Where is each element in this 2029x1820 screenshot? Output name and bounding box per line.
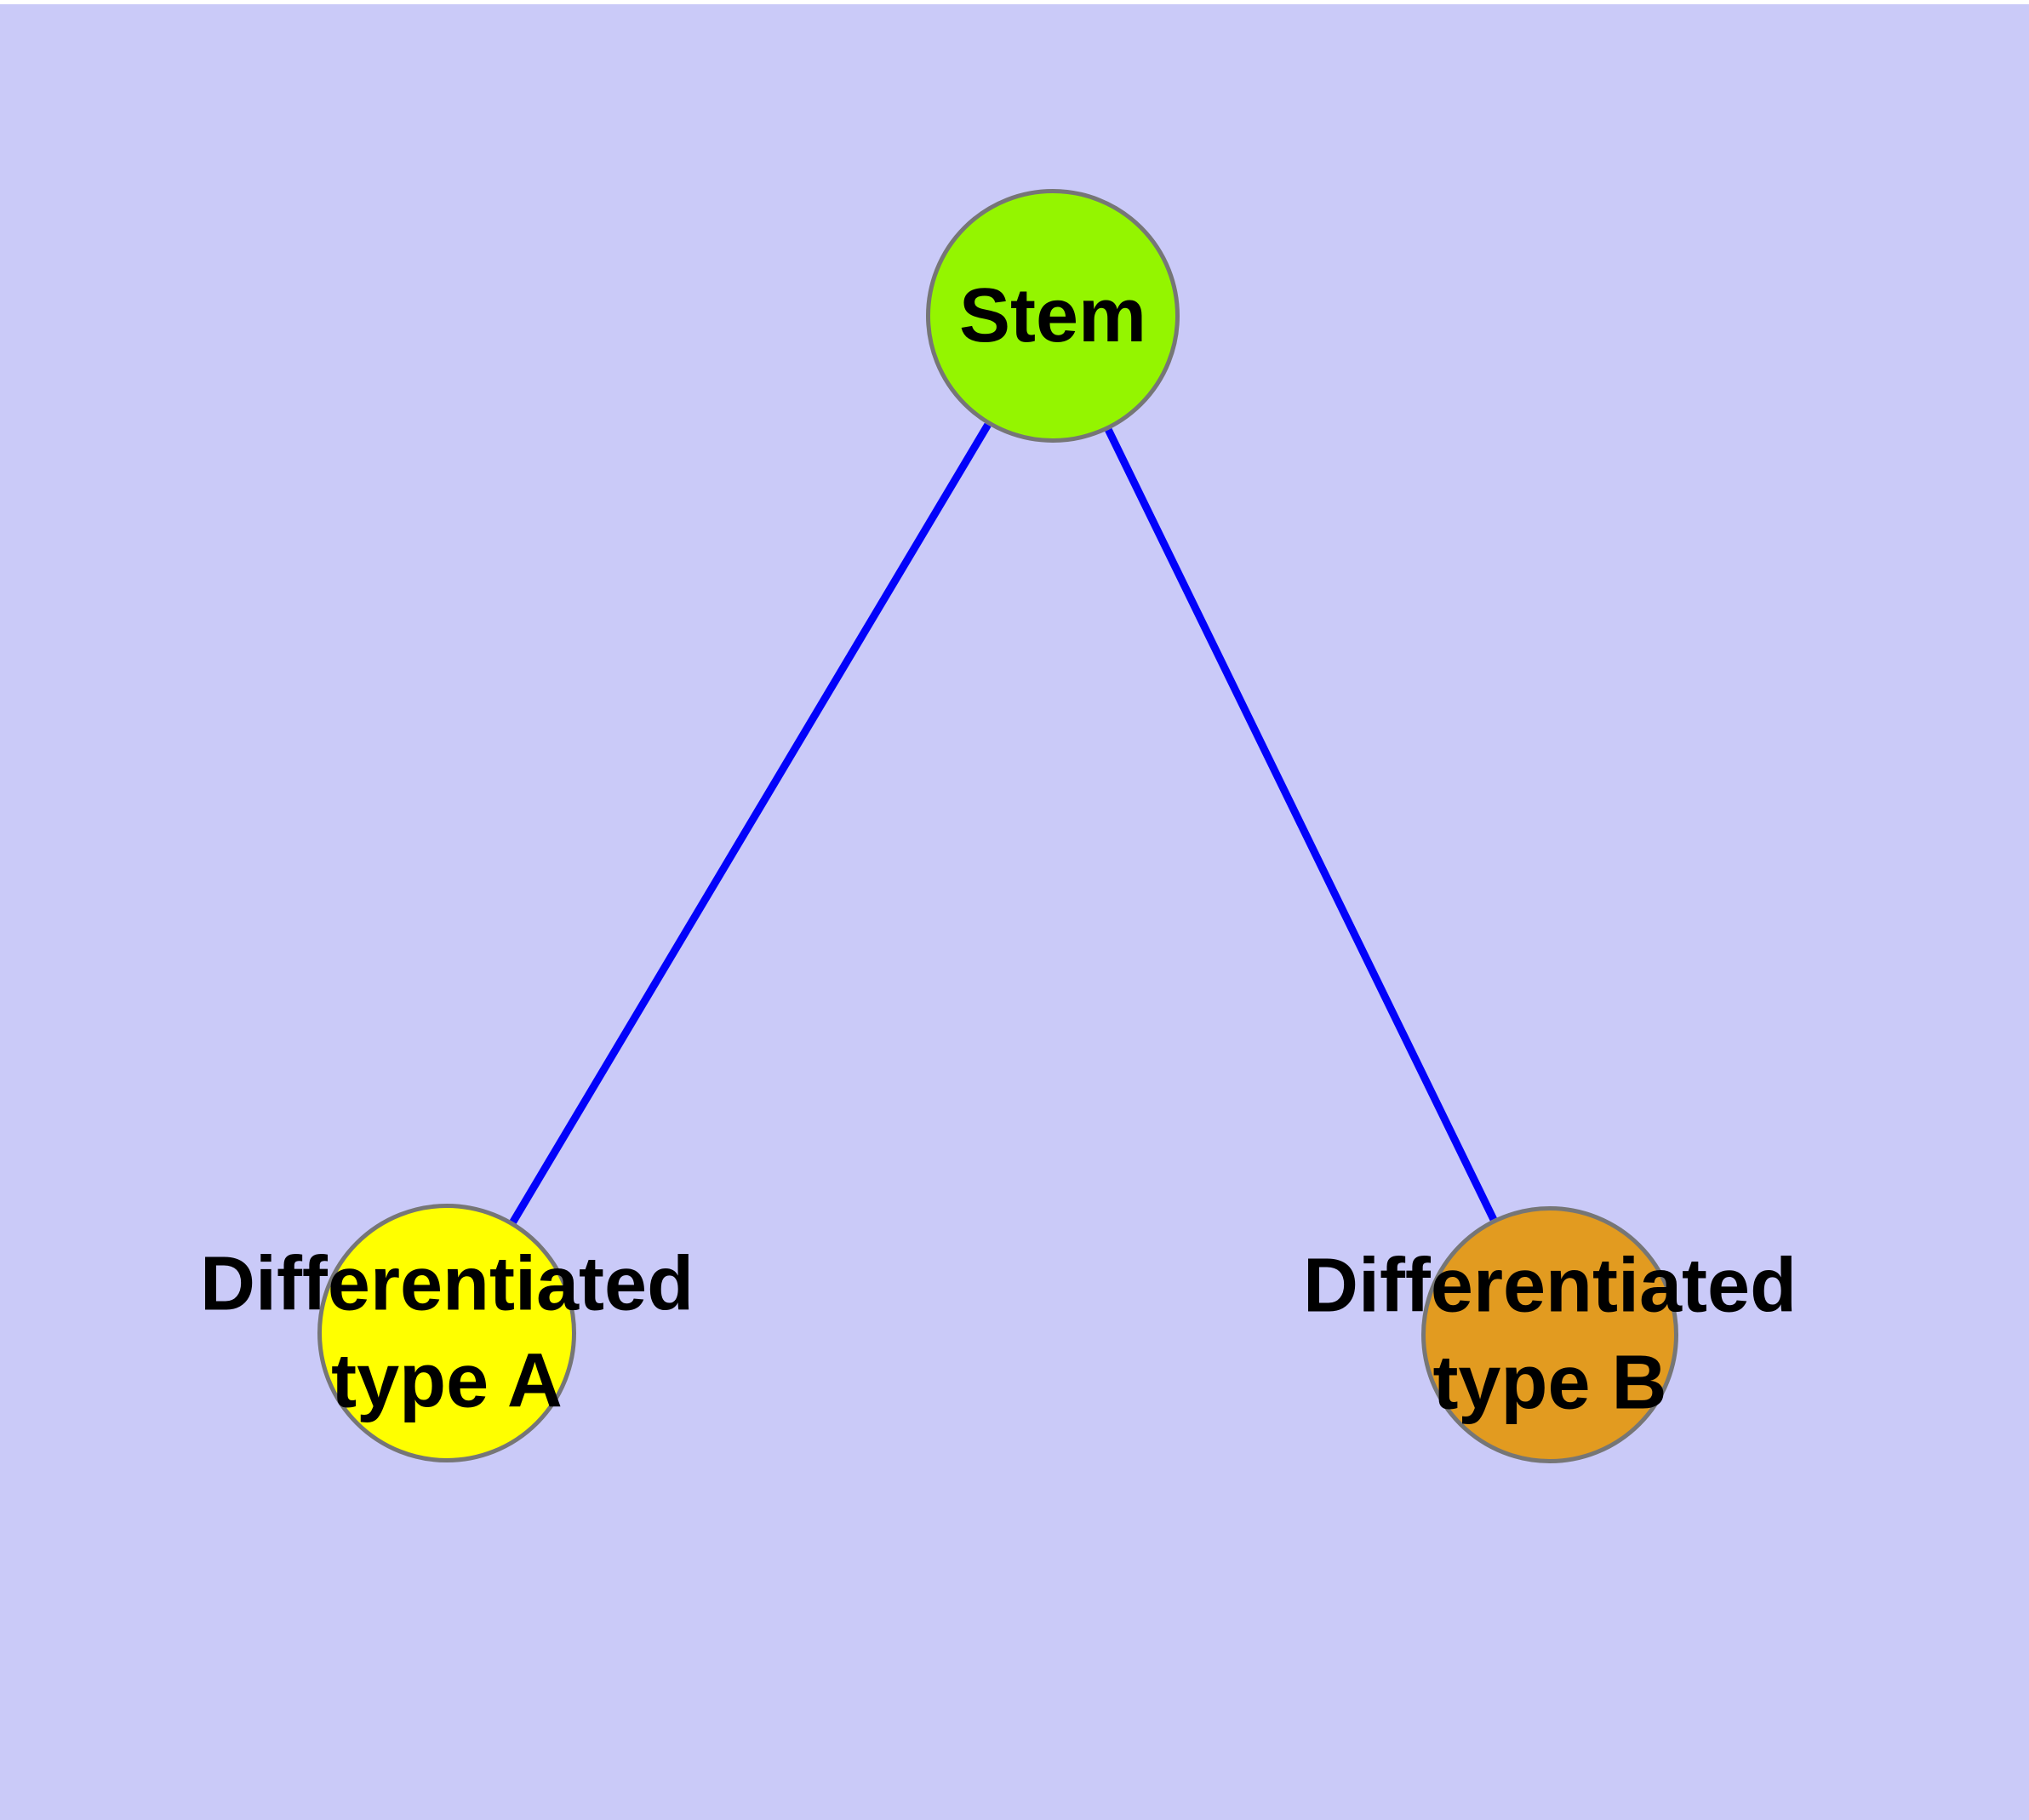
node-type-b-circle (1421, 1206, 1678, 1463)
node-stem-circle (926, 189, 1180, 443)
node-type-b-label: Differentiated type B (1302, 1243, 1798, 1426)
node-type-a-circle (317, 1204, 576, 1462)
window-top-edge (0, 0, 2029, 4)
node-stem-label: Stem (958, 272, 1147, 358)
edge-stem-type-b (1105, 427, 1497, 1222)
node-type-a-label: Differentiated type A (199, 1241, 694, 1424)
edge-stem-type-a (509, 422, 992, 1224)
